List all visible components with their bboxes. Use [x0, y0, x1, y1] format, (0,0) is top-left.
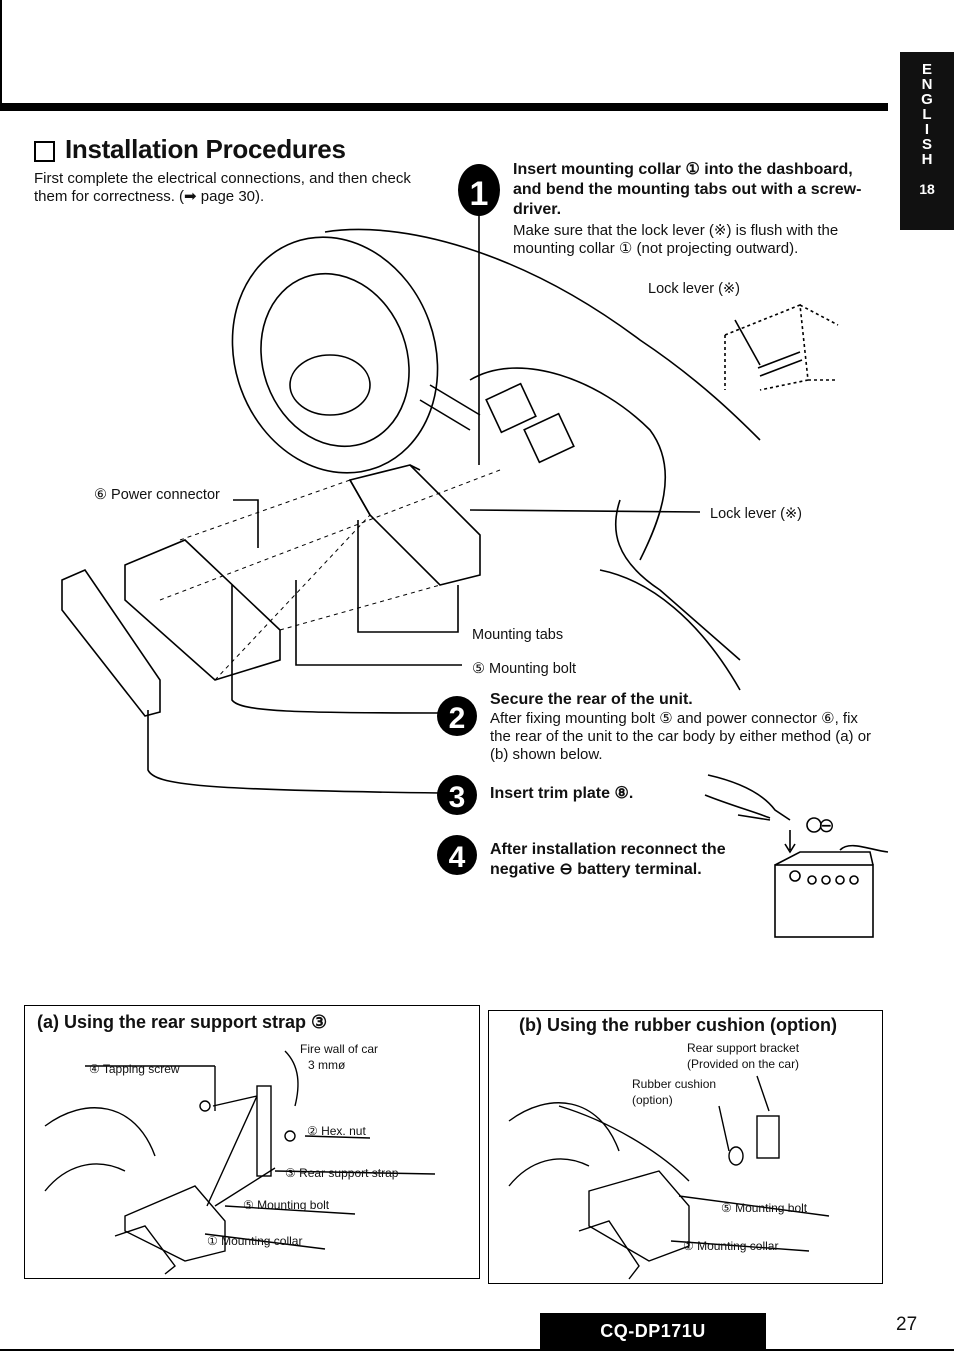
tab-letter: S	[921, 136, 932, 153]
step-2-number: 2	[449, 702, 466, 735]
tab-letter: E	[921, 61, 932, 78]
model-badge: CQ-DP171U	[540, 1313, 766, 1349]
mounting-collar	[124, 539, 281, 681]
checkbox-square-icon	[34, 140, 55, 162]
panel-b-title: (b) Using the rubber cushion (option)	[519, 1015, 837, 1035]
steering-wheel-inner	[260, 272, 410, 448]
rear-support-bracket-label: Rear support bracket	[687, 1041, 800, 1055]
steering-hub	[289, 354, 371, 416]
hex-nut-label: ② Hex. nut	[307, 1124, 366, 1138]
rear-support-strap-label: ③ Rear support strap	[285, 1166, 399, 1180]
mounting-tabs-label: Mounting tabs	[472, 627, 564, 643]
step-3-badge	[437, 775, 477, 815]
tab-letter: I	[924, 121, 930, 138]
header-rule	[0, 103, 888, 111]
mounting-bolt-label: ⑤ Mounting bolt	[721, 1201, 808, 1215]
lock-lever-right-label: Lock lever (※)	[710, 506, 802, 522]
step-2: Secure the rear of the unit. After fixin…	[490, 690, 880, 764]
page-number: 27	[896, 1314, 918, 1335]
mounting-bolt-label: ⑤ Mounting bolt	[472, 661, 577, 677]
tab-letter: N	[921, 76, 933, 93]
power-connector-label: ⑥ Power connector	[94, 487, 220, 503]
air-vent	[485, 382, 537, 434]
footer-rule	[0, 1349, 954, 1351]
leader-line	[469, 509, 701, 513]
intro-text: First complete the electrical connection…	[34, 170, 411, 205]
head-unit	[348, 464, 481, 586]
step-2-heading: Secure the rear of the unit.	[490, 691, 693, 708]
step-1-body: Make sure that the lock lever (※) is flu…	[513, 222, 839, 257]
rubber-cushion-label: Rubber cushion	[632, 1077, 717, 1091]
language-tab: E N G L I S H 18	[900, 52, 954, 230]
panel-rear-support-strap: (a) Using the rear support strap ③ Fire …	[24, 1005, 480, 1279]
step-3-number: 3	[449, 781, 466, 814]
lock-lever-inset	[724, 303, 839, 391]
mounting-bolt-label: ⑤ Mounting bolt	[243, 1198, 330, 1212]
step-1: Insert mounting collar ① into the dashbo…	[513, 160, 873, 258]
provided-on-car-label: (Provided on the car)	[687, 1057, 800, 1071]
option-label: (option)	[632, 1093, 673, 1107]
air-vent	[523, 412, 575, 464]
page-left-rule	[0, 0, 2, 103]
step-3-heading: Insert trim plate ⑧.	[490, 785, 634, 802]
dashboard-lower	[469, 367, 667, 561]
mounting-collar-label: ① Mounting collar	[683, 1239, 779, 1253]
step-4-badge	[437, 835, 477, 875]
step-1-badge	[458, 164, 500, 216]
tab-page-number: 18	[919, 181, 935, 197]
panel-rubber-cushion: (b) Using the rubber cushion (option) Re…	[488, 1010, 883, 1284]
step-1-number: 1	[470, 175, 489, 213]
panel-a-title: (a) Using the rear support strap ③	[37, 1012, 328, 1032]
leader-line	[357, 520, 459, 633]
section-title: Installation Procedures	[34, 134, 346, 165]
dashboard-edge	[599, 569, 741, 691]
dashboard-curve	[614, 499, 741, 661]
arrow-down-icon	[784, 830, 796, 854]
dashboard-outline	[324, 228, 761, 441]
leader-line	[147, 710, 441, 794]
panel-b-diagram	[508, 1075, 830, 1280]
tab-letter: G	[921, 91, 933, 108]
step-4-number: 4	[449, 841, 466, 874]
battery-icon	[774, 864, 874, 938]
leader-line	[295, 580, 462, 666]
step-1-heading: Insert mounting collar ① into the dashbo…	[513, 161, 862, 218]
tab-letter: H	[921, 151, 933, 168]
step-3: Insert trim plate ⑧.	[490, 784, 740, 804]
mm-label: 3 mmø	[308, 1058, 346, 1072]
tapping-screw-label: ④ Tapping screw	[89, 1062, 180, 1076]
tab-letter: L	[922, 106, 932, 123]
steering-column	[419, 384, 481, 431]
step-2-badge	[437, 696, 477, 736]
trim-plate	[61, 569, 161, 717]
leader-line	[233, 499, 259, 548]
installation-diagram: 1 2 3 4 ⊖	[61, 164, 889, 938]
steering-wheel	[231, 236, 439, 474]
leader-line	[231, 585, 441, 714]
hand-icon	[704, 774, 791, 821]
step-2-body: After fixing mounting bolt ⑤ and power c…	[490, 710, 872, 763]
section-title-text: Installation Procedures	[65, 134, 346, 164]
step-4-heading: After installation reconnect the negativ…	[490, 841, 726, 878]
minus-terminal-icon: ⊖	[818, 813, 835, 837]
panel-a-diagram	[44, 1050, 436, 1275]
mounting-collar-label: ① Mounting collar	[207, 1234, 303, 1248]
fire-wall-label: Fire wall of car	[300, 1042, 379, 1056]
step-4: After installation reconnect the negativ…	[490, 840, 750, 880]
lock-lever-icon	[757, 351, 803, 377]
lock-lever-top-label: Lock lever (※)	[648, 281, 740, 297]
